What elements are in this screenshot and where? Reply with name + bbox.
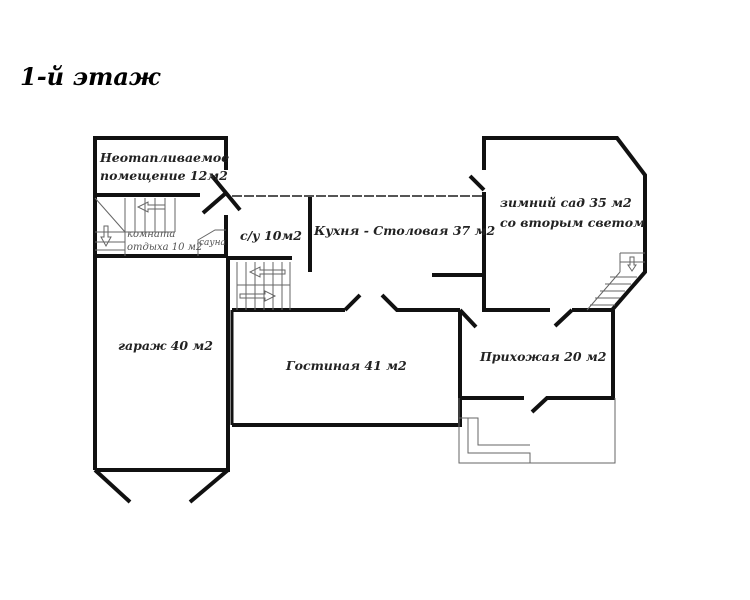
wall-kitchen [308,196,484,312]
arrow-left-1 [136,201,166,213]
garage-legs [93,468,230,504]
arrow-down-1 [100,225,112,248]
wall-hall [458,308,615,414]
room-label-garden: зимний сад 35 м2 [500,195,632,210]
door-swing [201,174,242,215]
room-label-rest: комната [127,229,176,240]
arrow-right-2 [239,290,277,302]
stairs-bath [236,262,291,310]
wall-living [232,310,462,427]
arrow-down-3 [627,256,637,272]
floor-title: 1-й этаж [20,62,161,91]
room-label-kitchen: Кухня - Столовая 37 м2 [314,223,496,238]
room-label-garden-light: со вторым светом [500,215,645,230]
room-label-garage: гараж 40 м2 [118,338,213,353]
room-label-rest-area: отдыха 10 м2 [127,242,203,253]
porch [458,398,616,464]
stairs-garden [586,252,645,311]
room-label-unheated-area: помещение 12м2 [100,168,228,183]
wall-stairs [228,256,345,312]
wall-garden [468,136,647,328]
room-label-unheated: Неотапливаемое [100,150,230,165]
room-label-living: Гостиная 41 м2 [286,358,407,373]
stairs-rest [94,197,226,256]
room-label-hall: Прихожая 20 м2 [480,349,607,364]
arrow-left-2 [248,266,286,278]
room-label-bathroom: с/у 10м2 [240,228,302,243]
wall-left-block [93,136,230,472]
room-label-sauna: сауна [199,238,226,248]
